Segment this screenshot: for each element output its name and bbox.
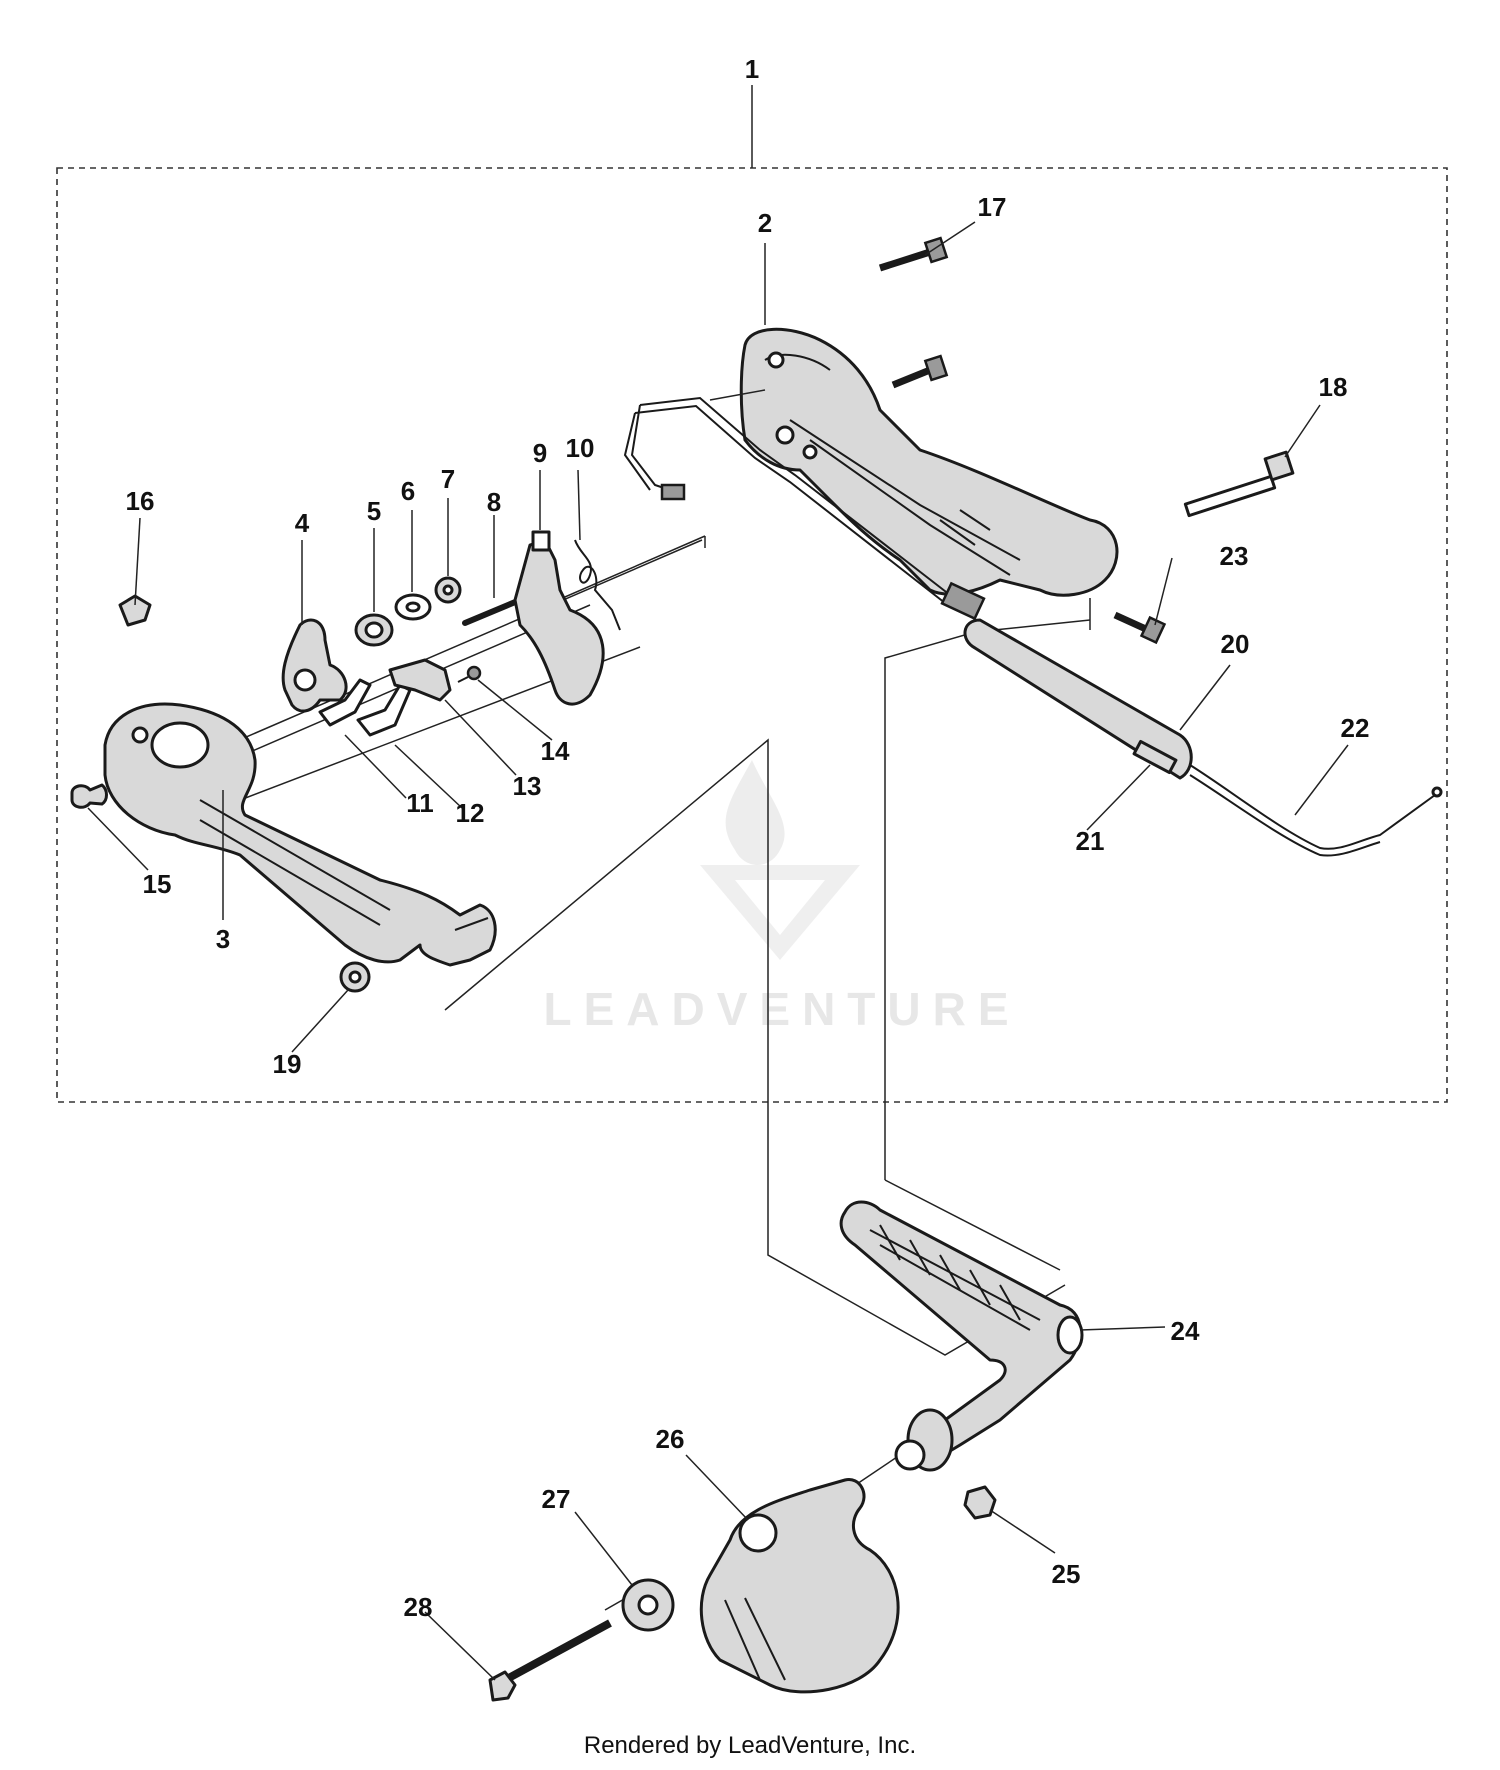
part-5-bushing xyxy=(354,613,394,647)
callout-11: 11 xyxy=(406,788,434,818)
part-25-nut xyxy=(963,1485,997,1520)
callout-27: 27 xyxy=(542,1484,571,1514)
callout-17: 17 xyxy=(978,192,1007,222)
part-26-clamp xyxy=(699,1478,900,1694)
part-15-cap xyxy=(70,783,108,809)
callout-13: 13 xyxy=(513,771,542,801)
callout-10: 10 xyxy=(566,433,595,463)
part-27-knob xyxy=(621,1578,675,1632)
callout-3: 3 xyxy=(216,924,230,954)
callout-19: 19 xyxy=(273,1049,302,1079)
callout-16: 16 xyxy=(126,486,155,516)
callout-15: 15 xyxy=(143,869,172,899)
callout-20: 20 xyxy=(1221,629,1250,659)
part-9-trigger xyxy=(513,530,605,706)
footer-credit: Rendered by LeadVenture, Inc. xyxy=(583,1732,917,1759)
callout-7: 7 xyxy=(441,464,455,494)
part-19-nut xyxy=(339,961,371,993)
part-7-lock-washer xyxy=(434,576,462,604)
watermark-text: LEADVENTURE xyxy=(543,983,1020,1035)
part-10-spring xyxy=(574,539,621,631)
callout-5: 5 xyxy=(367,496,381,526)
part-20-tube xyxy=(940,581,1443,857)
callout-25: 25 xyxy=(1052,1559,1081,1589)
callout-6: 6 xyxy=(401,476,415,506)
callout-22: 22 xyxy=(1341,713,1370,743)
part-18-long-screw xyxy=(1183,450,1295,518)
part-14-screw xyxy=(457,665,482,683)
part-24-front-handle xyxy=(839,1200,1084,1472)
part-4-knob xyxy=(281,618,348,713)
leader-lines xyxy=(87,85,1349,1681)
part-23-screw xyxy=(1113,611,1167,645)
callout-2: 2 xyxy=(758,208,772,238)
callout-12: 12 xyxy=(456,798,485,828)
callout-28: 28 xyxy=(404,1592,433,1622)
callout-9: 9 xyxy=(533,438,547,468)
callout-labels: 1 2 3 4 5 6 7 8 9 10 11 12 13 14 15 16 1… xyxy=(126,54,1370,1622)
part-21-connector xyxy=(1132,739,1178,775)
callout-18: 18 xyxy=(1319,372,1348,402)
callout-26: 26 xyxy=(656,1424,685,1454)
callout-4: 4 xyxy=(295,508,310,538)
part-8-pin xyxy=(462,597,523,626)
part-13-lever xyxy=(388,658,452,702)
callout-14: 14 xyxy=(541,736,570,766)
callout-23: 23 xyxy=(1220,541,1249,571)
part-28-bolt xyxy=(488,1619,612,1702)
part-16-clip xyxy=(118,594,152,627)
callout-1: 1 xyxy=(745,54,759,84)
callout-8: 8 xyxy=(487,487,501,517)
part-6-washer xyxy=(394,593,432,621)
part-2-upper-handle xyxy=(739,327,1119,597)
callout-21: 21 xyxy=(1076,826,1105,856)
callout-24: 24 xyxy=(1171,1316,1200,1346)
watermark-logo xyxy=(700,760,860,960)
part-17-screws xyxy=(878,236,949,389)
part-3-lower-handle xyxy=(103,702,497,967)
